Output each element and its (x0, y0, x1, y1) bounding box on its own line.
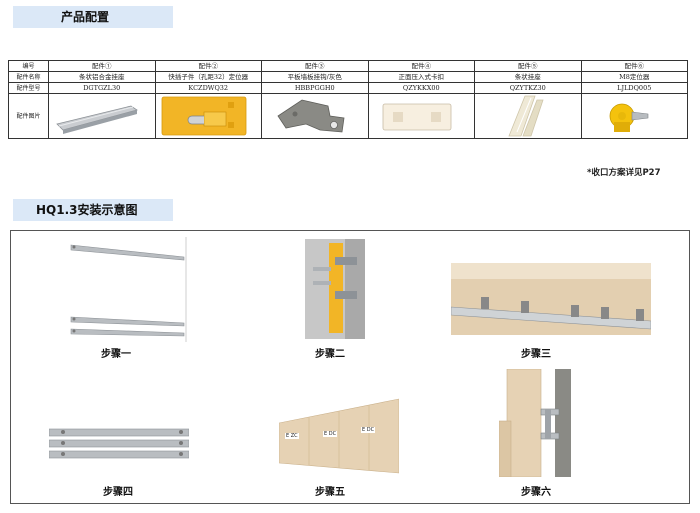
part-image-yellow-locator (154, 93, 262, 139)
table-row-id: 编号 配件① 配件② 配件③ 配件④ 配件⑤ 配件⑥ (8, 60, 688, 72)
row-header-image: 配件图片 (8, 93, 49, 139)
panel-tag: E DC (361, 427, 376, 433)
table-cell: KCZDWQ32 (154, 82, 262, 94)
step6-label: 步骤六 (521, 487, 551, 498)
step3-illustration (451, 263, 651, 335)
part-image-strip-seat (474, 93, 582, 139)
installation-diagram-frame: 步骤一 步骤二 步骤三 步骤四 (10, 230, 690, 504)
row-header-id: 编号 (8, 60, 49, 72)
table-cell: 正面压入式卡扣 (367, 71, 475, 83)
panel-tag: E ZC (285, 433, 299, 439)
step4-label: 步骤四 (103, 487, 133, 498)
note-text: *收口方案详见P27 (587, 168, 661, 178)
step4-illustration (49, 428, 189, 459)
table-row-model: 配件型号 DGTGZL30 KCZDWQ32 HBBPGGH0 QZYKKX00… (8, 82, 688, 94)
part-image-m8-locator (580, 93, 688, 139)
table-row-name: 配件名称 条状铝合金挂座 快插子件（孔距32）定位器 平板墙板挂钩/灰色 正面压… (8, 71, 688, 83)
table-cell: 条状铝合金挂座 (48, 71, 156, 83)
table-cell: 配件① (48, 60, 156, 72)
step2-label: 步骤二 (315, 349, 345, 360)
table-row-images: 配件图片 (8, 93, 688, 139)
step1-label: 步骤一 (101, 349, 131, 360)
step3-label: 步骤三 (521, 349, 551, 360)
table-cell: 配件⑥ (580, 60, 688, 72)
table-cell: 配件⑤ (474, 60, 582, 72)
part-image-grey-hook (261, 93, 369, 139)
step5-label: 步骤五 (315, 487, 345, 498)
step1-illustration (70, 237, 187, 342)
table-cell: DGTGZL30 (48, 82, 156, 94)
table-cell: 平板墙板挂钩/灰色 (261, 71, 369, 83)
table-cell: 条状挂座 (474, 71, 582, 83)
section-title-installation: HQ1.3安装示意图 (13, 199, 173, 221)
parts-table: 编号 配件① 配件② 配件③ 配件④ 配件⑤ 配件⑥ 配件名称 条状铝合金挂座 … (8, 60, 688, 139)
table-cell: 配件② (154, 60, 262, 72)
row-header-name: 配件名称 (8, 71, 49, 83)
table-cell: LJLDQ005 (580, 82, 688, 94)
part-image-white-clip (367, 93, 475, 139)
row-header-model: 配件型号 (8, 82, 49, 94)
table-cell: QZYTKZ30 (474, 82, 582, 94)
table-cell: M8定位器 (580, 71, 688, 83)
part-image-aluminum-rail (48, 93, 156, 139)
section-title-product-config: 产品配置 (13, 6, 173, 28)
table-cell: 快插子件（孔距32）定位器 (154, 71, 262, 83)
panel-tag: E DC (323, 431, 338, 437)
table-cell: HBBPGGH0 (261, 82, 369, 94)
table-cell: 配件③ (261, 60, 369, 72)
table-cell: QZYKKX00 (367, 82, 475, 94)
table-cell: 配件④ (367, 60, 475, 72)
step2-illustration (305, 239, 365, 339)
step5-illustration: E ZC E DC E DC (279, 397, 399, 475)
step6-illustration (499, 369, 571, 477)
